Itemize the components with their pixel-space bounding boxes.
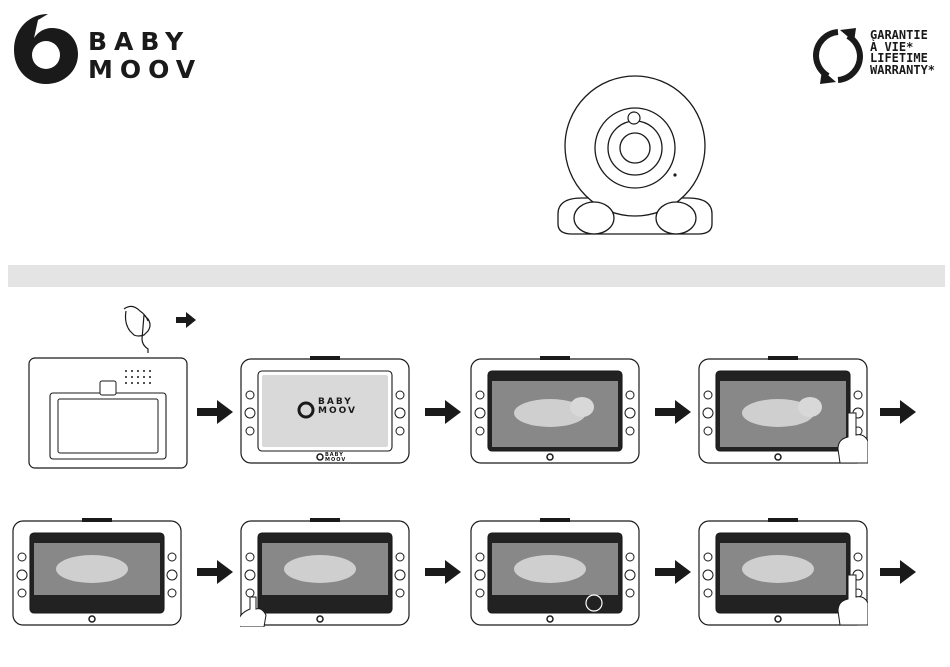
brand-line-2: MOOV xyxy=(88,56,202,84)
bezel-brand-line-2: MOOV xyxy=(325,458,346,463)
monitor-confirm-press xyxy=(698,517,868,627)
monitor-bezel-brand: BABY MOOV xyxy=(325,453,346,463)
screen-brand-line-2: MOOV xyxy=(318,407,357,416)
warranty-text: GARANTIE À VIE* LIFETIME WARRANTY* xyxy=(870,30,935,76)
section-band xyxy=(8,265,945,287)
camera-illustration xyxy=(550,68,720,240)
screen-brand: BABY MOOV xyxy=(318,398,357,416)
monitor-item-highlighted xyxy=(470,517,640,627)
brand-name: BABY MOOV xyxy=(88,28,202,84)
arrow-right-icon xyxy=(425,560,461,584)
arrow-right-icon xyxy=(880,560,916,584)
arrow-right-icon xyxy=(197,560,233,584)
arrow-right-icon xyxy=(176,312,196,328)
arrow-right-icon xyxy=(655,560,691,584)
arrow-right-icon xyxy=(655,400,691,424)
monitor-back-view xyxy=(28,357,188,469)
brand-line-1: BABY xyxy=(88,28,202,56)
monitor-press-right-button xyxy=(698,355,868,465)
arrow-right-icon xyxy=(425,400,461,424)
monitor-live-view xyxy=(470,355,640,465)
arrow-right-icon xyxy=(880,400,916,424)
monitor-press-left-button xyxy=(240,517,410,627)
warranty-line-4: WARRANTY* xyxy=(870,65,935,77)
monitor-menu-bar xyxy=(12,517,182,627)
arrow-right-icon xyxy=(197,400,233,424)
hand-press-icon xyxy=(118,305,158,357)
